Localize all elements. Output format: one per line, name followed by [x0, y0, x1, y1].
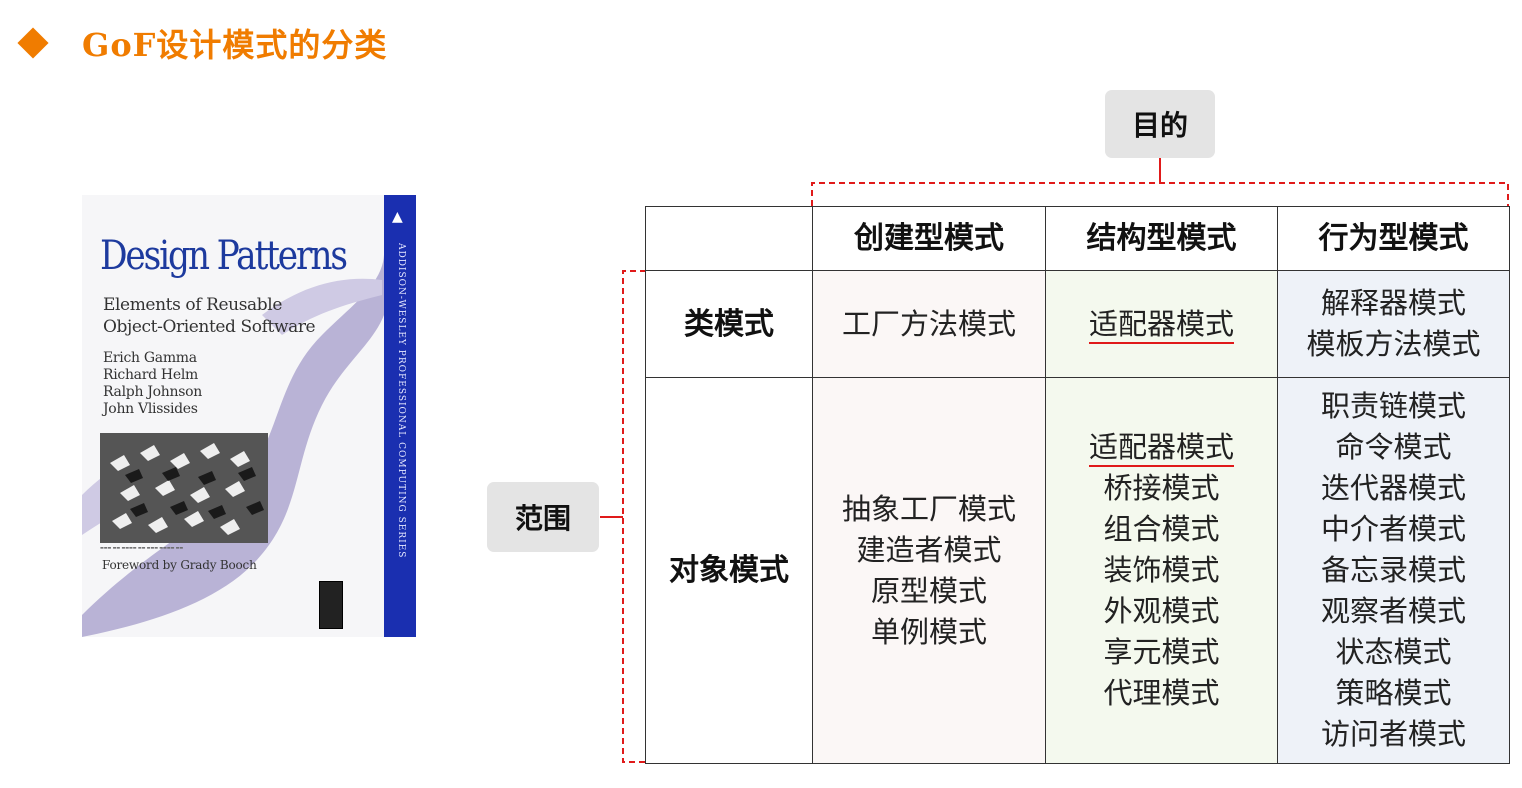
pattern-item: 外观模式 — [1103, 594, 1220, 628]
book-foreword: Foreword by Grady Booch — [102, 558, 257, 572]
pattern-item: 模板方法模式 — [1306, 327, 1481, 361]
purpose-label: 目的 — [1105, 90, 1215, 158]
book-cover: ▲ ADDISON-WESLEY PROFESSIONAL COMPUTING … — [82, 195, 416, 637]
pattern-item: 原型模式 — [870, 573, 987, 608]
pattern-item: 迭代器模式 — [1320, 471, 1466, 505]
pattern-item: 职责链模式 — [1320, 389, 1466, 423]
series-badge-icon — [319, 581, 343, 629]
header-behavioral: 行为型模式 — [1277, 206, 1510, 271]
book-subtitle-line: Elements of Reusable — [103, 295, 282, 315]
book-author: Erich Gamma — [103, 350, 197, 366]
pattern-item: 桥接模式 — [1103, 471, 1220, 505]
pattern-item-underlined: 适配器模式 — [1088, 429, 1234, 467]
cell-object-behavioral: 职责链模式 命令模式 迭代器模式 中介者模式 备忘录模式 观察者模式 状态模式 … — [1277, 377, 1510, 764]
pattern-item: 解释器模式 — [1320, 286, 1466, 320]
pattern-item: 观察者模式 — [1320, 594, 1466, 628]
purpose-bracket — [811, 158, 1509, 206]
diamond-bullet-icon — [17, 27, 49, 59]
pattern-item: 建造者模式 — [856, 532, 1002, 567]
corner-cell — [645, 206, 813, 271]
artwork-caption-graphic: ▬▬▬ ▬▬ ▬▬▬▬ ▬▬ ▬▬▬ ▬▬▬▬ ▬▬ — [100, 545, 184, 550]
header-structural: 结构型模式 — [1045, 206, 1278, 271]
header-creational: 创建型模式 — [812, 206, 1046, 271]
book-title: Design Patterns — [100, 233, 348, 279]
row-label-class: 类模式 — [645, 270, 813, 378]
cell-class-behavioral: 解释器模式 模板方法模式 — [1277, 270, 1510, 378]
pattern-item: 备忘录模式 — [1320, 553, 1466, 587]
pattern-item: 代理模式 — [1103, 676, 1220, 710]
row-label-object: 对象模式 — [645, 377, 813, 764]
pattern-item: 工厂方法模式 — [841, 306, 1016, 341]
cover-artwork — [100, 433, 268, 543]
table-row-object: 对象模式 抽象工厂模式 建造者模式 原型模式 单例模式 适配器模式 桥接模式 组… — [645, 377, 1510, 764]
pattern-item: 装饰模式 — [1103, 553, 1220, 587]
book-author: Richard Helm — [103, 367, 198, 383]
pattern-item: 单例模式 — [870, 614, 987, 649]
spine-series-text: ADDISON-WESLEY PROFESSIONAL COMPUTING SE… — [396, 243, 406, 559]
pattern-item-underlined: 适配器模式 — [1088, 306, 1234, 344]
book-author: Ralph Johnson — [103, 384, 202, 400]
book-subtitle-line: Object-Oriented Software — [103, 317, 316, 337]
cell-class-structural: 适配器模式 — [1045, 270, 1278, 378]
pattern-item: 命令模式 — [1335, 430, 1452, 464]
pattern-item: 抽象工厂模式 — [841, 491, 1016, 526]
book-author: John Vlissides — [103, 401, 198, 417]
escher-pattern-graphic — [100, 433, 268, 543]
book-spine: ▲ ADDISON-WESLEY PROFESSIONAL COMPUTING … — [384, 195, 416, 637]
pattern-item: 享元模式 — [1103, 635, 1220, 669]
cell-class-creational: 工厂方法模式 — [812, 270, 1046, 378]
pattern-item: 中介者模式 — [1320, 512, 1466, 546]
table-header-row: 创建型模式 结构型模式 行为型模式 — [645, 206, 1510, 271]
book-subtitle: Elements of Reusable Object-Oriented Sof… — [103, 294, 316, 338]
publisher-logo-icon: ▲ — [392, 209, 403, 225]
slide-title: GoF设计模式的分类 — [82, 26, 388, 64]
pattern-item: 访问者模式 — [1320, 717, 1466, 751]
gof-classification-table: 创建型模式 结构型模式 行为型模式 类模式 工厂方法模式 适配器模式 解释器模式… — [645, 206, 1510, 764]
table-row-class: 类模式 工厂方法模式 适配器模式 解释器模式 模板方法模式 — [645, 270, 1510, 378]
pattern-item: 状态模式 — [1335, 635, 1452, 669]
cell-object-creational: 抽象工厂模式 建造者模式 原型模式 单例模式 — [812, 377, 1046, 764]
scope-label: 范围 — [487, 482, 599, 552]
cell-object-structural: 适配器模式 桥接模式 组合模式 装饰模式 外观模式 享元模式 代理模式 — [1045, 377, 1278, 764]
slide-heading: GoF设计模式的分类 — [16, 18, 387, 68]
pattern-item: 策略模式 — [1335, 676, 1452, 710]
scope-bracket — [600, 270, 646, 763]
pattern-item: 组合模式 — [1103, 512, 1220, 546]
book-authors: Erich Gamma Richard Helm Ralph Johnson J… — [103, 350, 202, 418]
